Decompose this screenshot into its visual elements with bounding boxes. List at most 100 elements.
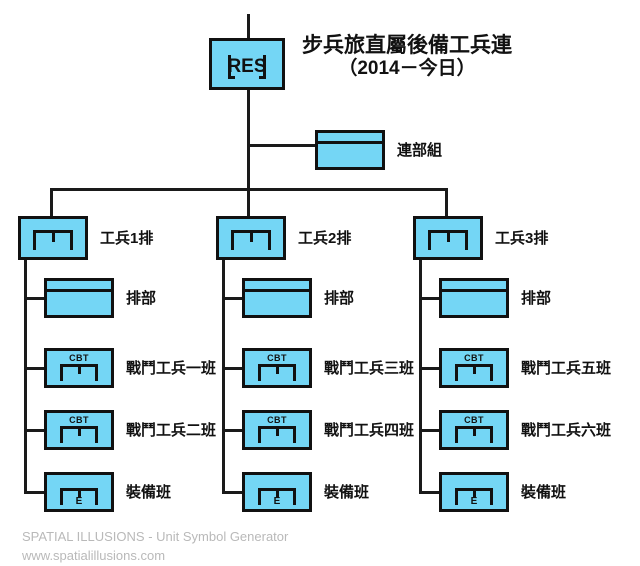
bridge-right-leg [293, 426, 296, 443]
bridge-left-leg [455, 488, 458, 505]
bridge-right-leg [490, 364, 493, 381]
engineer-bridge-icon [33, 230, 73, 250]
bridge-right-leg [95, 364, 98, 381]
bridge-center-stem [472, 364, 476, 375]
bridge-center-stem [77, 426, 81, 437]
unit-symbol-frame [18, 216, 88, 260]
unit-label-company-hq: 連部組 [397, 142, 443, 159]
unit-label-1-4: 裝備班 [126, 484, 172, 501]
watermark-line1: SPATIAL ILLUSIONS - Unit Symbol Generato… [22, 529, 289, 544]
connector-stub-3-4 [419, 491, 439, 494]
hq-divider-bar [442, 289, 506, 292]
bridge-right-leg [293, 364, 296, 381]
bridge-right-leg [490, 426, 493, 443]
watermark: SPATIAL ILLUSIONS - Unit Symbol Generato… [22, 528, 288, 566]
engineer-bridge-icon [455, 488, 493, 505]
bridge-left-leg [60, 488, 63, 505]
connector-top-stub [247, 14, 250, 38]
engineer-bridge-icon [455, 364, 493, 381]
connector-column-rail-2 [222, 260, 225, 494]
chart-title: 步兵旅直屬後備工兵連 （2014－今日） [302, 34, 512, 81]
res-bracket-right-bar [263, 55, 266, 79]
hq-divider-bar [47, 289, 111, 292]
modifier-label-top: CBT [464, 415, 484, 425]
connector-stub-2-2 [222, 367, 242, 370]
connector-stub-3-3 [419, 429, 439, 432]
bridge-right-leg [70, 230, 73, 250]
engineer-bridge-icon [428, 230, 468, 250]
connector-column-rail-3 [419, 260, 422, 494]
bridge-right-leg [465, 230, 468, 250]
connector-stub-2-3 [222, 429, 242, 432]
unit-symbol-frame: CBT [44, 348, 114, 388]
bridge-center-stem [275, 364, 279, 375]
chart-title-line1: 步兵旅直屬後備工兵連 [302, 34, 512, 57]
engineer-bridge-icon [258, 488, 296, 505]
bridge-right-leg [293, 488, 296, 505]
unit-label-3-2: 戰鬥工兵五班 [521, 360, 612, 377]
unit-label-1-1: 排部 [126, 290, 157, 307]
bridge-center-stem [472, 426, 476, 437]
connector-stub-1-4 [24, 491, 44, 494]
bridge-center-stem [51, 230, 55, 242]
res-bracket-left-foot [228, 76, 235, 79]
modifier-label-bottom: E [470, 496, 478, 507]
modifier-label-bottom: E [75, 496, 83, 507]
connector-stub-2-4 [222, 491, 242, 494]
unit-label-2-1: 排部 [324, 290, 355, 307]
modifier-label-top: CBT [464, 353, 484, 363]
connector-stub-1-1 [24, 297, 44, 300]
bridge-center-stem [472, 488, 476, 499]
engineer-bridge-icon [60, 426, 98, 443]
connector-platoon-drop-3 [445, 188, 448, 216]
unit-symbol-frame [439, 278, 509, 318]
bridge-right-leg [268, 230, 271, 250]
unit-symbol-frame [413, 216, 483, 260]
modifier-label-top: CBT [267, 353, 287, 363]
engineer-bridge-icon [455, 426, 493, 443]
bridge-left-leg [60, 364, 63, 381]
bridge-center-stem [275, 426, 279, 437]
res-bracket-left-bar [228, 55, 231, 79]
connector-stub-3-1 [419, 297, 439, 300]
bridge-right-leg [95, 488, 98, 505]
engineer-bridge-icon [60, 488, 98, 505]
connector-platoon-drop-2 [247, 188, 250, 216]
engineer-bridge-icon [258, 364, 296, 381]
bridge-center-stem [249, 230, 253, 242]
bridge-left-leg [455, 364, 458, 381]
unit-symbol-frame: CBT [242, 348, 312, 388]
bridge-left-leg [258, 488, 261, 505]
unit-label-3-1: 排部 [521, 290, 552, 307]
connector-stub-1-3 [24, 429, 44, 432]
bridge-center-stem [77, 364, 81, 375]
unit-label-platoon-2: 工兵2排 [298, 230, 352, 247]
unit-label-platoon-1: 工兵1排 [100, 230, 154, 247]
connector-stub-2-1 [222, 297, 242, 300]
unit-label-1-3: 戰鬥工兵二班 [126, 422, 217, 439]
bridge-center-stem [446, 230, 450, 242]
unit-symbol-frame: CBT [242, 410, 312, 450]
bridge-left-leg [258, 364, 261, 381]
bridge-left-leg [428, 230, 431, 250]
connector-stub-1-2 [24, 367, 44, 370]
unit-label-platoon-3: 工兵3排 [495, 230, 549, 247]
connector-stub-3-2 [419, 367, 439, 370]
chart-title-line2: （2014－今日） [338, 58, 476, 80]
unit-symbol-frame: RES [209, 38, 285, 90]
unit-symbol-inner: RES [212, 41, 282, 87]
hq-divider-bar [318, 141, 382, 144]
bridge-right-leg [95, 426, 98, 443]
engineer-bridge-icon [231, 230, 271, 250]
bridge-center-stem [275, 488, 279, 499]
unit-symbol-frame: E [242, 472, 312, 512]
unit-symbol-frame [216, 216, 286, 260]
bridge-center-stem [77, 488, 81, 499]
modifier-label-top: CBT [267, 415, 287, 425]
unit-label-2-4: 裝備班 [324, 484, 370, 501]
modifier-label-bottom: E [273, 496, 281, 507]
bridge-right-leg [490, 488, 493, 505]
connector-company-hq-branch [247, 144, 315, 147]
connector-root-spine [247, 90, 250, 190]
